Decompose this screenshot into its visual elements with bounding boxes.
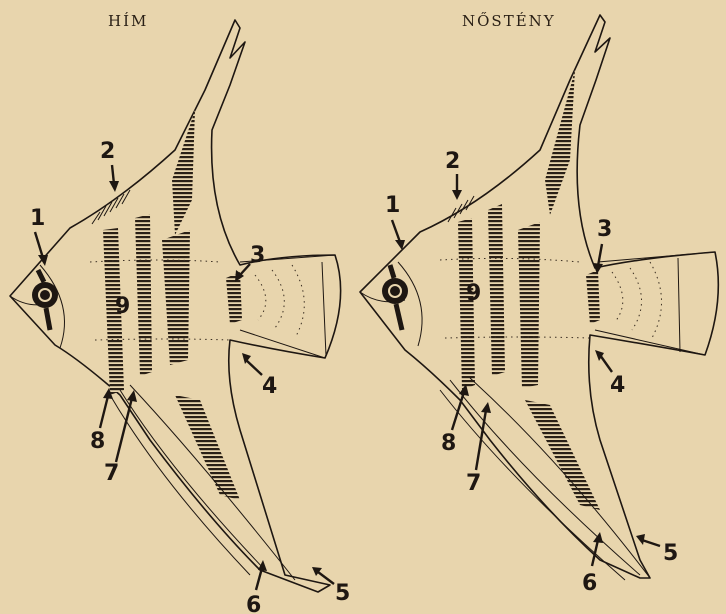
female-label-7: 7: [466, 402, 491, 496]
female-label-9: 9: [466, 281, 481, 306]
female-caudal-stripe: [586, 270, 600, 324]
svg-text:4: 4: [610, 373, 625, 398]
svg-text:5: 5: [663, 541, 678, 566]
female-label-1: 1: [385, 193, 405, 250]
svg-text:2: 2: [100, 139, 115, 164]
male-label-5: 5: [312, 567, 350, 606]
female-title: NŐSTÉNY: [462, 12, 556, 30]
svg-text:4: 4: [262, 374, 277, 399]
male-stripe-3: [162, 230, 190, 365]
female-label-6: 6: [582, 532, 603, 596]
svg-text:6: 6: [246, 593, 261, 614]
male-caudal-fin: [240, 255, 335, 358]
female-stripe-2: [488, 204, 505, 376]
female-eye: [382, 278, 408, 304]
female-dorsal-spines: [448, 196, 474, 222]
male-label-1: 1: [30, 206, 48, 266]
svg-text:2: 2: [445, 149, 460, 174]
female-label-5: 5: [636, 534, 678, 566]
svg-text:6: 6: [582, 571, 597, 596]
female-anal-stripe: [525, 400, 600, 510]
male-label-8: 8: [90, 388, 113, 454]
male-caudal-stripe: [226, 272, 242, 324]
svg-text:8: 8: [90, 429, 105, 454]
svg-text:8: 8: [441, 431, 456, 456]
svg-text:7: 7: [466, 471, 481, 496]
svg-text:5: 5: [335, 581, 350, 606]
female-body-outline: [360, 15, 718, 578]
svg-text:1: 1: [385, 193, 400, 218]
male-label-7: 7: [104, 390, 137, 486]
female-label-4: 4: [595, 350, 625, 398]
female-dorsal-stripe: [545, 70, 575, 215]
svg-text:3: 3: [597, 217, 612, 242]
svg-text:3: 3: [250, 243, 265, 268]
male-label-3: 3: [235, 243, 265, 282]
female-label-2: 2: [445, 149, 462, 200]
male-caudal-rays: [255, 265, 304, 338]
male-label-6: 6: [246, 560, 267, 614]
svg-text:1: 1: [30, 206, 45, 231]
svg-text:7: 7: [104, 461, 119, 486]
male-stripe-2: [135, 214, 152, 376]
female-fish: NŐSTÉNY 1 2 3: [360, 12, 718, 596]
male-eye: [32, 282, 58, 308]
male-fish: HÍM 1 2: [10, 12, 350, 614]
female-gill-line: [398, 262, 422, 346]
male-dorsal-spines: [92, 190, 130, 224]
male-label-2: 2: [100, 139, 119, 192]
male-label-9: 9: [115, 294, 130, 319]
male-label-4: 4: [242, 353, 277, 399]
female-caudal-rays: [612, 262, 662, 338]
female-stripe-3: [518, 222, 540, 388]
male-title: HÍM: [108, 12, 148, 30]
male-dorsal-stripe: [172, 110, 195, 235]
